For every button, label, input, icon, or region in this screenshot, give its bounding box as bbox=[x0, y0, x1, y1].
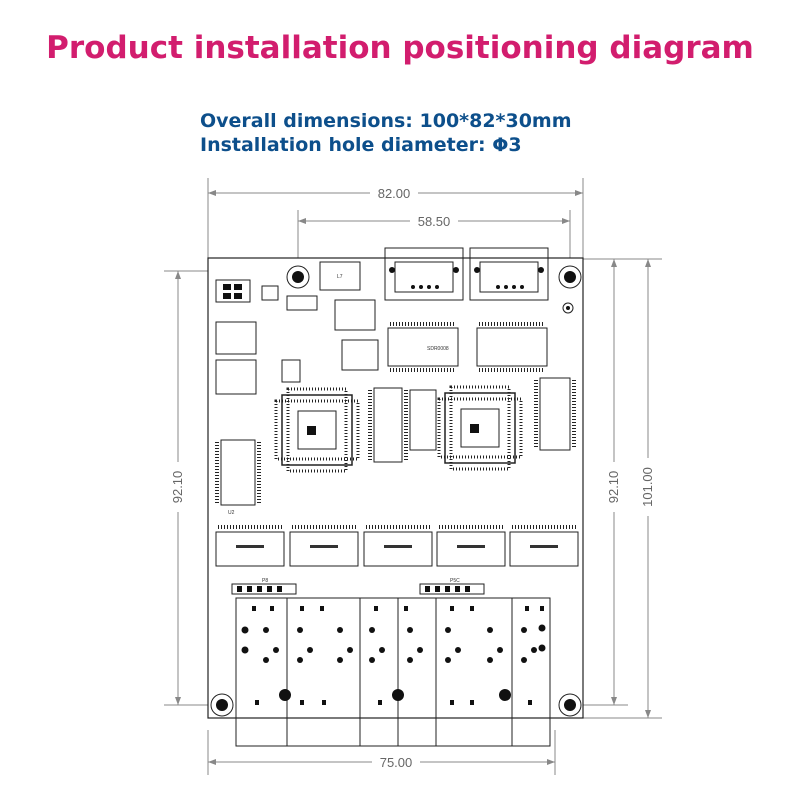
dim-width-bottom: 75.00 bbox=[380, 755, 413, 770]
inductor-label: L7 bbox=[337, 274, 343, 280]
dimension-arrows bbox=[175, 190, 651, 765]
pin-header-label-b: P5C bbox=[450, 578, 460, 584]
dim-width-top: 82.00 bbox=[378, 186, 411, 201]
hole-diameter-text: Installation hole diameter: Φ3 bbox=[200, 134, 522, 156]
transformers bbox=[215, 531, 579, 567]
pin-header-label-a: P8 bbox=[262, 578, 268, 584]
top-rj45-ports bbox=[384, 247, 549, 301]
dim-height-left: 92.10 bbox=[170, 471, 185, 504]
u-ref-label: U2 bbox=[228, 510, 235, 516]
bottom-rj45-ports bbox=[235, 597, 551, 747]
board-outline bbox=[207, 257, 584, 719]
dim-inner-top: 58.50 bbox=[418, 214, 451, 229]
soic-chips bbox=[220, 327, 571, 506]
dim-height-right-inner: 92.10 bbox=[606, 471, 621, 504]
diagram-title: Product installation positioning diagram bbox=[46, 30, 754, 66]
mounting-holes bbox=[210, 265, 582, 717]
dim-height-right-outer: 101.00 bbox=[640, 467, 655, 507]
chip-label: SDR0008 bbox=[427, 346, 449, 352]
qfp-chip-left bbox=[274, 387, 360, 473]
qfp-chip-right bbox=[437, 385, 523, 471]
pin-headers bbox=[231, 583, 485, 595]
power-components bbox=[215, 261, 379, 395]
overall-dimensions-text: Overall dimensions: 100*82*30mm bbox=[200, 110, 572, 132]
